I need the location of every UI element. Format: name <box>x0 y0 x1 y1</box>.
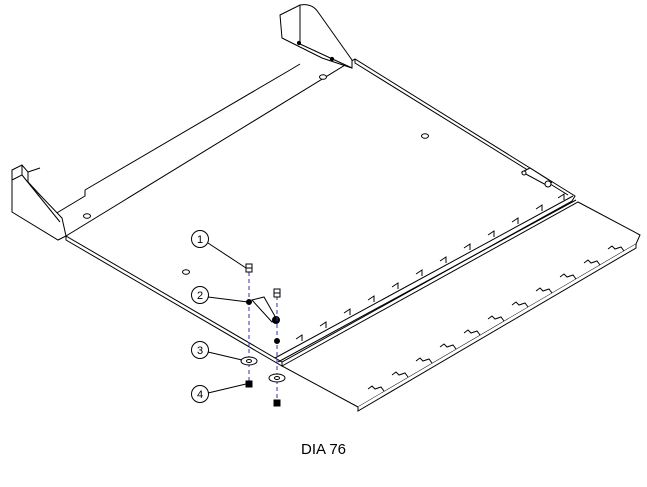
callout-4: 4 <box>191 383 247 403</box>
callout-2: 2 <box>191 286 249 304</box>
callout-3: 3 <box>191 341 243 361</box>
left-bracket <box>11 164 67 241</box>
callout-1-label: 1 <box>197 234 203 246</box>
rear-bracket <box>279 4 353 69</box>
handle-part <box>251 296 280 324</box>
callout-2-label: 2 <box>197 290 203 302</box>
callout-3-label: 3 <box>197 345 203 357</box>
fastener-stack-right <box>268 288 286 407</box>
hinge <box>274 193 577 363</box>
diagram-caption: DIA 76 <box>300 441 347 458</box>
front-flap <box>280 201 641 412</box>
callout-1: 1 <box>191 230 247 269</box>
callout-4-label: 4 <box>197 389 203 401</box>
latch <box>520 167 553 188</box>
fastener-stack-left <box>240 263 258 388</box>
tray-plate <box>44 58 576 367</box>
